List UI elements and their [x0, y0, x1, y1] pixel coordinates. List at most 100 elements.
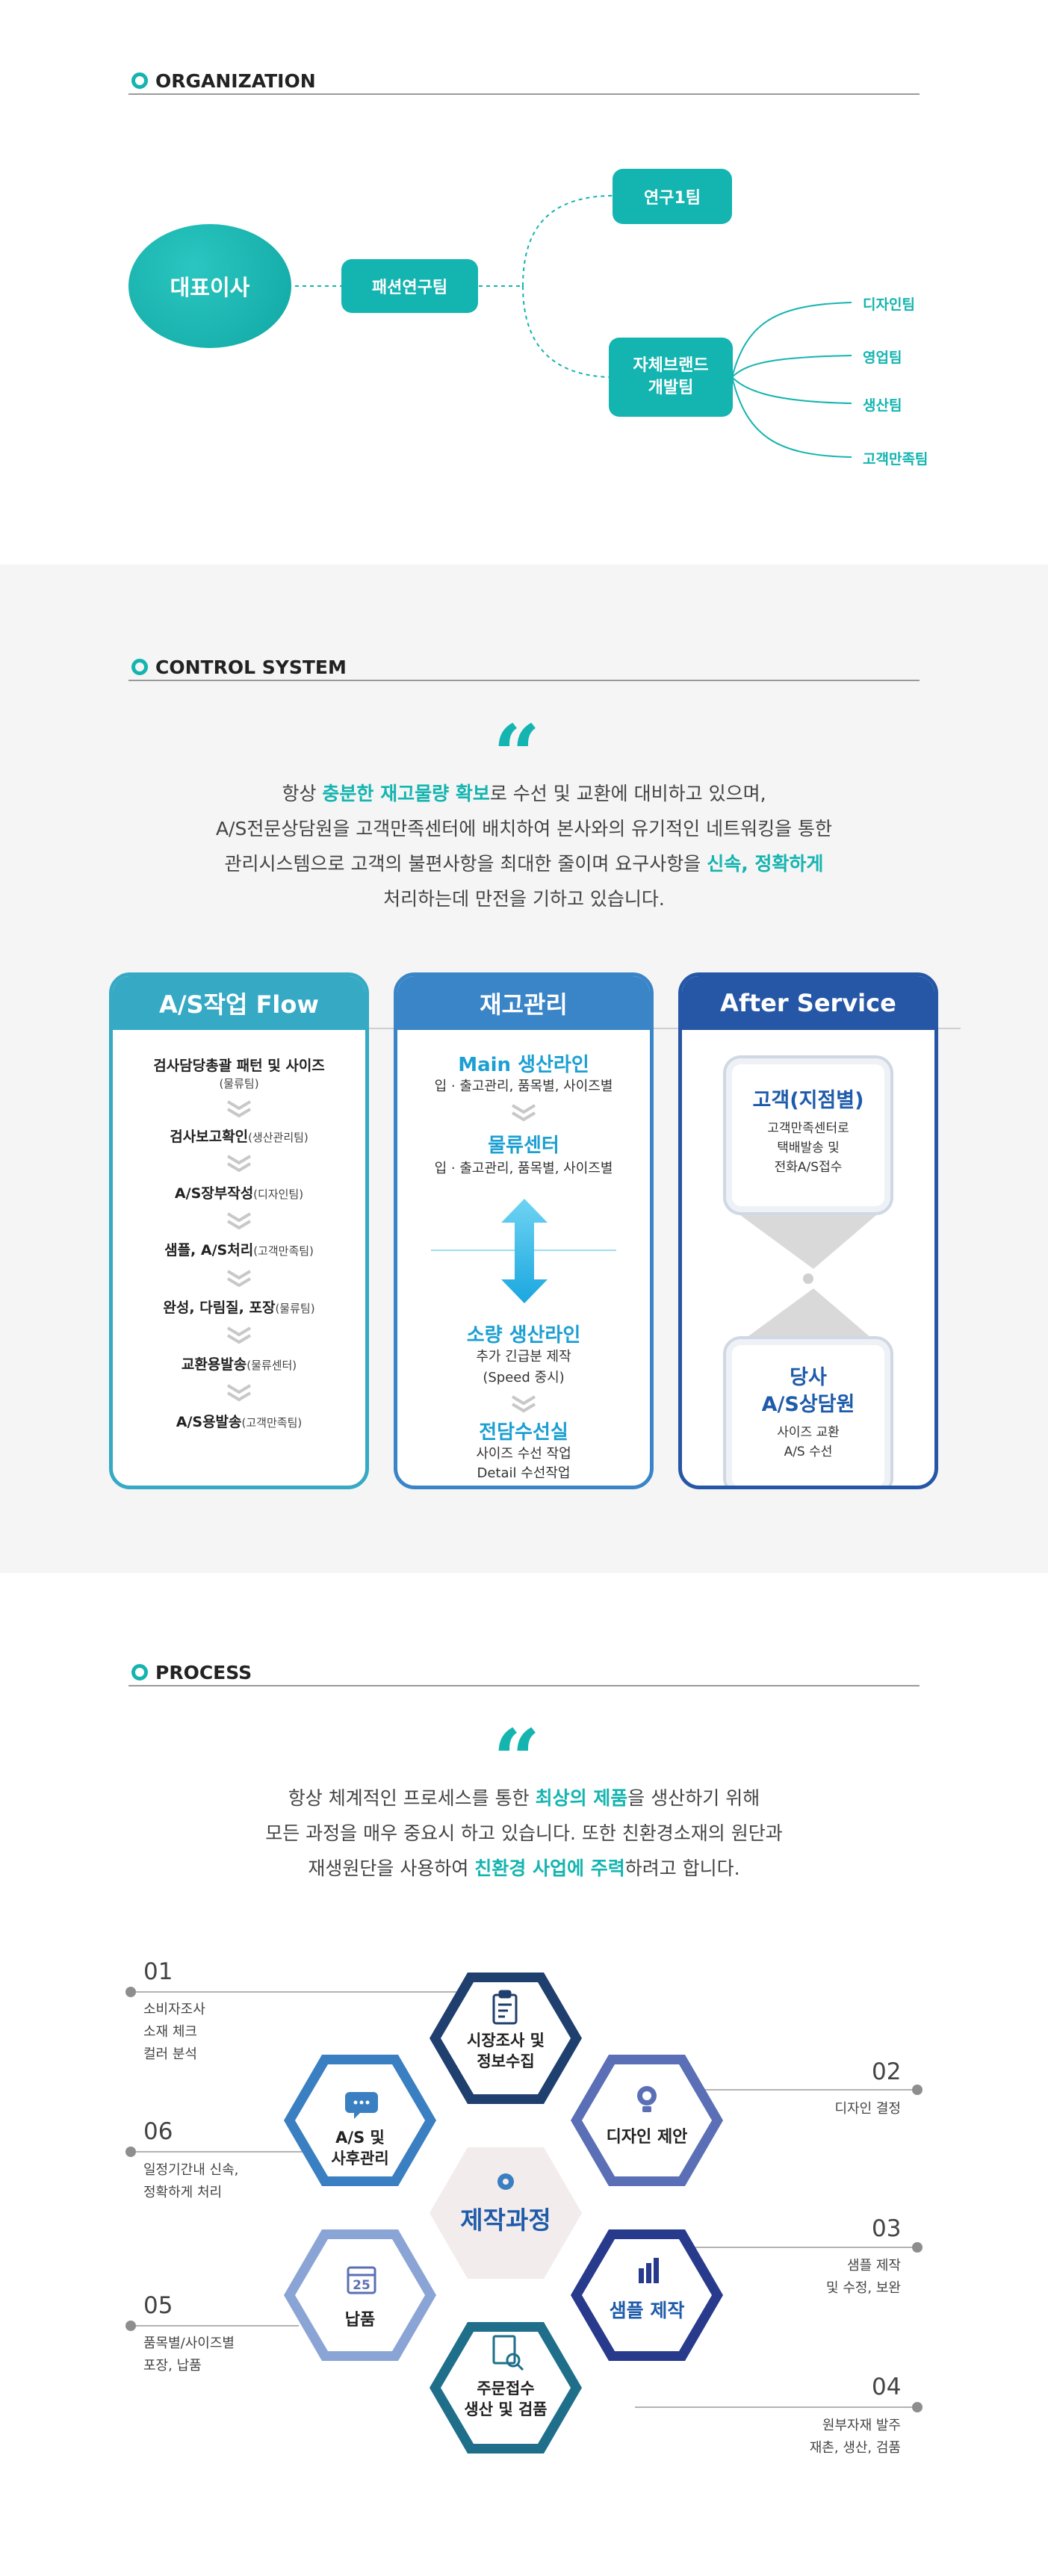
step6-number: 06 [143, 2118, 173, 2145]
small-line-title: 소량 생산라인 [466, 1324, 581, 1347]
calendar-icon [347, 2266, 376, 2294]
organization-title: ORGANIZATION [155, 70, 316, 92]
organization-heading: ORGANIZATION [128, 69, 920, 95]
chat-bubble-icon [345, 2092, 378, 2119]
flow-step-2: 검사보고확인(생산관리팀) [170, 1129, 308, 1145]
organization-section: ORGANIZATION 대표이사 패션연구팀 연구1팀 자체브랜드 개발팀 디… [0, 0, 1048, 565]
step5-number: 05 [143, 2292, 173, 2319]
logistics-sub: 입 · 출고관리, 품목별, 사이즈별 [434, 1161, 613, 1176]
ceo-node: 대표이사 [128, 224, 291, 348]
brand-dev-line2: 개발팀 [648, 379, 694, 397]
step6-desc: 일정기간내 신속,정확하게 처리 [143, 2162, 239, 2200]
main-line-title: Main 생산라인 [458, 1054, 589, 1076]
research-team-node: 연구1팀 [613, 169, 732, 224]
flow-step-6: 교환용발송(물류센터) [181, 1356, 297, 1373]
repair-sub1: 사이즈 수선 작업 [476, 1446, 571, 1462]
team-customer: 고객만족팀 [863, 451, 928, 468]
as-flow-card: A/S작업 Flow 검사담당총괄 패턴 및 사이즈 (물류팀) 검사보고확인(… [109, 972, 369, 1489]
stock-title: 재고관리 [397, 976, 650, 1030]
step2-number: 02 [872, 2058, 902, 2085]
document-search-icon [492, 2335, 524, 2371]
step3-number: 03 [872, 2215, 902, 2242]
process-intro: 항상 체계적인 프로세스를 통한 최상의 제품을 생산하기 위해 모든 과정을 … [0, 1781, 1048, 1886]
lightbulb-icon [637, 2086, 657, 2112]
step2-desc: 디자인 결정 [834, 2101, 901, 2117]
bullet-ring-icon [131, 659, 148, 675]
control-system-section: CONTROL SYSTEM “ 항상 충분한 재고물량 확보로 수선 및 교환… [0, 565, 1048, 1573]
control-intro-line4: 처리하는데 만전을 기하고 있습니다. [383, 888, 665, 910]
hexagon-step-5 [284, 2229, 436, 2361]
control-intro-line2: A/S전문상담원을 고객만족센터에 배치하여 본사와의 유기적인 네트워킹을 통… [215, 818, 833, 839]
hexagon-center [430, 2147, 582, 2279]
control-intro-line3: 관리시스템으로 고객의 불편사항을 최대한 줄이며 요구사항을 신속, 정확하게 [224, 853, 824, 875]
control-title: CONTROL SYSTEM [155, 657, 347, 678]
quote-icon: “ [493, 1711, 541, 1807]
process-intro-line2: 모든 과정을 매우 중요시 하고 있습니다. 또한 친환경소재의 원단과 [265, 1822, 783, 1844]
double-arrow-icon [501, 1199, 548, 1303]
hexagon-step-6 [284, 2055, 436, 2186]
team-design: 디자인팀 [863, 297, 915, 313]
flow-step-1: 검사담당총괄 패턴 및 사이즈 (물류팀) [153, 1058, 325, 1090]
gear-icon [497, 2173, 514, 2190]
after-service-title: After Service [682, 976, 934, 1030]
company-title2: A/S상담원 [761, 1393, 855, 1416]
logistics-title: 물류센터 [488, 1135, 559, 1157]
company-as-box: 당사 A/S상담원 사이즈 교환 A/S 수선 [723, 1336, 893, 1486]
step3-label: 샘플 제작 [609, 2300, 685, 2321]
bar-chart-icon [639, 2258, 659, 2283]
org-connectors [288, 195, 852, 458]
as-flow-title: A/S작업 Flow [113, 976, 365, 1030]
step1-number: 01 [143, 1958, 173, 1985]
chevron-down-icon [226, 1326, 252, 1344]
center-label: 제작과정 [460, 2206, 551, 2235]
process-diagram [125, 1973, 923, 2454]
bullet-ring-icon [131, 72, 148, 89]
brand-dev-team-node: 자체브랜드 개발팀 [609, 338, 733, 417]
main-line-sub: 입 · 출고관리, 품목별, 사이즈별 [434, 1078, 613, 1094]
flow-step-4: 샘플, A/S처리(고객만족팀) [164, 1242, 314, 1258]
fashion-lab-node: 패션연구팀 [341, 259, 478, 313]
step5-label: 납품 [344, 2311, 376, 2330]
repair-title: 전담수선실 [479, 1421, 568, 1444]
chevron-down-icon [226, 1384, 252, 1402]
after-service-card: After Service 고객(지점별) 고객만족센터로 택배발송 및 전화A… [678, 972, 938, 1489]
process-heading: PROCESS [128, 1661, 920, 1686]
chevron-down-icon [511, 1104, 536, 1122]
process-intro-line3: 재생원단을 사용하여 친환경 사업에 주력하려고 합니다. [308, 1857, 740, 1879]
chevron-down-icon [511, 1395, 536, 1413]
process-intro-line1: 항상 체계적인 프로세스를 통한 최상의 제품을 생산하기 위해 [288, 1787, 760, 1809]
team-sales: 영업팀 [863, 350, 902, 366]
hexagon-step-4 [430, 2322, 582, 2454]
chevron-down-icon [226, 1155, 252, 1173]
hexagon-step-1 [430, 1973, 582, 2104]
flow-step-5: 완성, 다림질, 포장(물류팀) [163, 1300, 315, 1316]
bullet-ring-icon [131, 1664, 148, 1680]
control-intro-line1: 항상 충분한 재고물량 확보로 수선 및 교환에 대비하고 있으며, [282, 783, 766, 804]
small-line-sub2: (Speed 중시) [483, 1370, 565, 1385]
chevron-down-icon [226, 1212, 252, 1230]
hexagon-step-3 [571, 2229, 723, 2361]
brand-dev-line1: 자체브랜드 [633, 356, 709, 375]
flow-step-7: A/S용발송(고객만족팀) [176, 1414, 303, 1430]
small-line-sub1: 추가 긴급분 제작 [476, 1349, 571, 1365]
control-intro: 항상 충분한 재고물량 확보로 수선 및 교환에 대비하고 있으며, A/S전문… [0, 776, 1048, 916]
customer-title: 고객(지점별) [752, 1089, 864, 1112]
stock-card: 재고관리 Main 생산라인 입 · 출고관리, 품목별, 사이즈별 물류센터 … [394, 972, 654, 1489]
chevron-down-icon [226, 1100, 252, 1118]
process-title: PROCESS [155, 1662, 252, 1683]
quote-icon: “ [493, 707, 541, 803]
clipboard-icon [492, 1990, 518, 2025]
team-production: 생산팀 [863, 397, 902, 414]
step4-number: 04 [872, 2374, 902, 2400]
step2-label: 디자인 제안 [606, 2128, 688, 2147]
hourglass-shape [740, 1215, 876, 1342]
chevron-down-icon [226, 1270, 252, 1288]
calendar-day: 25 [353, 2278, 370, 2293]
